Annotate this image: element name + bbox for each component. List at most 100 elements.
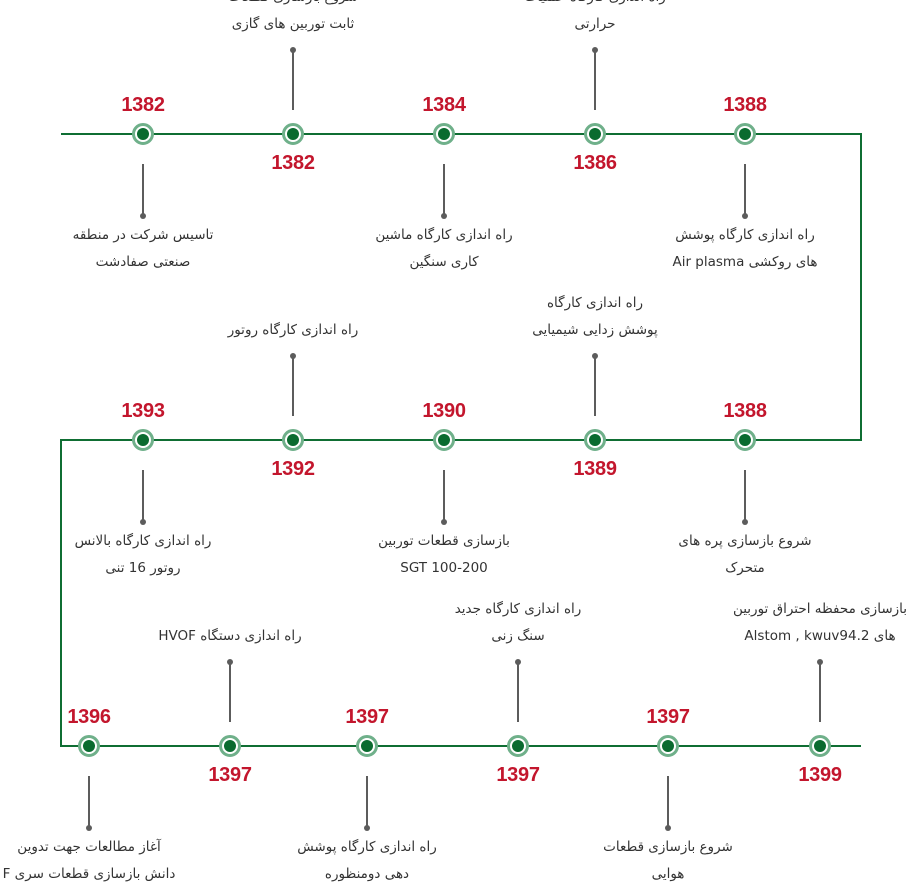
event-connector-line (229, 662, 231, 722)
event-description-line: آغاز مطالعات جهت تدوین (17, 839, 161, 855)
event-description-line: راه اندازی کارگاه ماشین (375, 227, 513, 243)
event-description-line: ثابت توربین های گازی (231, 16, 355, 32)
event-description-line: کاری سنگین (409, 254, 479, 270)
event-year: 1382 (121, 94, 165, 116)
event-description-line: راه اندازی کارگاه بالانس (74, 533, 212, 549)
event-connector-dot (86, 825, 92, 831)
timeline-track-row-3 (61, 745, 861, 747)
event-connector-dot (227, 659, 233, 665)
event-year: 1382 (271, 152, 315, 174)
timeline-track-row-1 (61, 133, 861, 135)
event-connector-line (594, 356, 596, 416)
event-description-line: راه اندازی کارگاه عملیات (500, 0, 690, 11)
event-connector-dot (817, 659, 823, 665)
event-connector-line (667, 776, 669, 828)
timeline-track-row-2 (61, 439, 861, 441)
event-description-line: راه اندازی کارگاه جدید (454, 601, 582, 617)
event-connector-dot (515, 659, 521, 665)
event-connector-line (744, 164, 746, 216)
event-connector-line (594, 50, 596, 110)
event-description-line: روتور 16 تنی (105, 560, 181, 576)
event-description: راه اندازی دستگاه HVOF (135, 623, 325, 650)
event-description-line: دانش بازسازی قطعات سری F (2, 866, 176, 882)
timeline-node[interactable] (356, 735, 378, 757)
timeline-connector-right (860, 133, 862, 441)
event-description-line: سنگ زنی (491, 628, 545, 644)
event-connector-dot (290, 47, 296, 53)
event-connector-line (744, 470, 746, 522)
event-year: 1399 (798, 764, 842, 786)
timeline-node[interactable] (132, 123, 154, 145)
event-connector-dot (742, 519, 748, 525)
event-connector-dot (290, 353, 296, 359)
event-description-line: دهی دومنظوره (324, 866, 410, 882)
event-connector-line (142, 470, 144, 522)
event-description: راه اندازی کارگاه روتور (198, 317, 388, 344)
event-connector-dot (592, 353, 598, 359)
event-year: 1393 (121, 400, 165, 422)
event-description-line: حرارتی (574, 16, 616, 32)
event-description: شروع بازسازی قطعات هوایی (573, 834, 763, 888)
event-description: راه اندازی کارگاه پوشش زدایی شیمیایی (500, 290, 690, 344)
event-description-line: صنعتی صفادشت (95, 254, 191, 270)
timeline-node[interactable] (734, 123, 756, 145)
timeline-node[interactable] (734, 429, 756, 451)
event-description-line: های Alstom , kwuv94.2 (744, 628, 896, 644)
event-connector-line (443, 470, 445, 522)
event-description-line: SGT 100-200 (400, 560, 488, 576)
timeline-node[interactable] (657, 735, 679, 757)
timeline-node[interactable] (78, 735, 100, 757)
event-description-line: شروع بازسازی قطعات (198, 0, 388, 11)
event-description: راه اندازی کارگاه ماشین کاری سنگین (349, 222, 539, 276)
event-description: راه اندازی کارگاه جدید سنگ زنی (423, 596, 613, 650)
event-description-line: راه اندازی کارگاه پوشش (675, 227, 815, 243)
event-connector-line (819, 662, 821, 722)
event-description-line: متحرک (725, 560, 765, 576)
event-year: 1388 (723, 94, 767, 116)
timeline-node[interactable] (433, 429, 455, 451)
event-connector-line (517, 662, 519, 722)
event-description-line: هوایی (651, 866, 685, 882)
timeline-node[interactable] (282, 429, 304, 451)
event-year: 1397 (646, 706, 690, 728)
event-connector-dot (441, 213, 447, 219)
event-description-line: راه اندازی کارگاه (546, 295, 644, 311)
event-connector-dot (364, 825, 370, 831)
event-connector-dot (742, 213, 748, 219)
event-connector-line (88, 776, 90, 828)
event-description: راه اندازی کارگاه پوشش دهی دومنظوره (272, 834, 462, 888)
event-connector-line (366, 776, 368, 828)
event-connector-line (292, 50, 294, 110)
event-year: 1389 (573, 458, 617, 480)
event-connector-dot (140, 213, 146, 219)
event-year: 1397 (208, 764, 252, 786)
timeline-node[interactable] (132, 429, 154, 451)
timeline-node[interactable] (809, 735, 831, 757)
event-year: 1396 (67, 706, 111, 728)
event-connector-line (292, 356, 294, 416)
event-year: 1388 (723, 400, 767, 422)
timeline-node[interactable] (584, 123, 606, 145)
event-connector-dot (592, 47, 598, 53)
timeline-node[interactable] (282, 123, 304, 145)
event-year: 1397 (345, 706, 389, 728)
timeline-node[interactable] (219, 735, 241, 757)
timeline-node[interactable] (584, 429, 606, 451)
timeline-node[interactable] (507, 735, 529, 757)
event-description-line: پوشش زدایی شیمیایی (532, 322, 658, 338)
event-description-line: راه اندازی کارگاه روتور (227, 322, 359, 338)
event-description-line: راه اندازی دستگاه HVOF (158, 628, 302, 644)
event-connector-line (142, 164, 144, 216)
event-description: آغاز مطالعات جهت تدوین دانش بازسازی قطعات… (0, 834, 184, 888)
event-description-line: راه اندازی کارگاه پوشش (297, 839, 437, 855)
event-description-line: شروع بازسازی قطعات (603, 839, 733, 855)
timeline-node[interactable] (433, 123, 455, 145)
timeline-connector-left (60, 439, 62, 747)
event-description: راه اندازی کارگاه بالانس روتور 16 تنی (48, 528, 238, 582)
